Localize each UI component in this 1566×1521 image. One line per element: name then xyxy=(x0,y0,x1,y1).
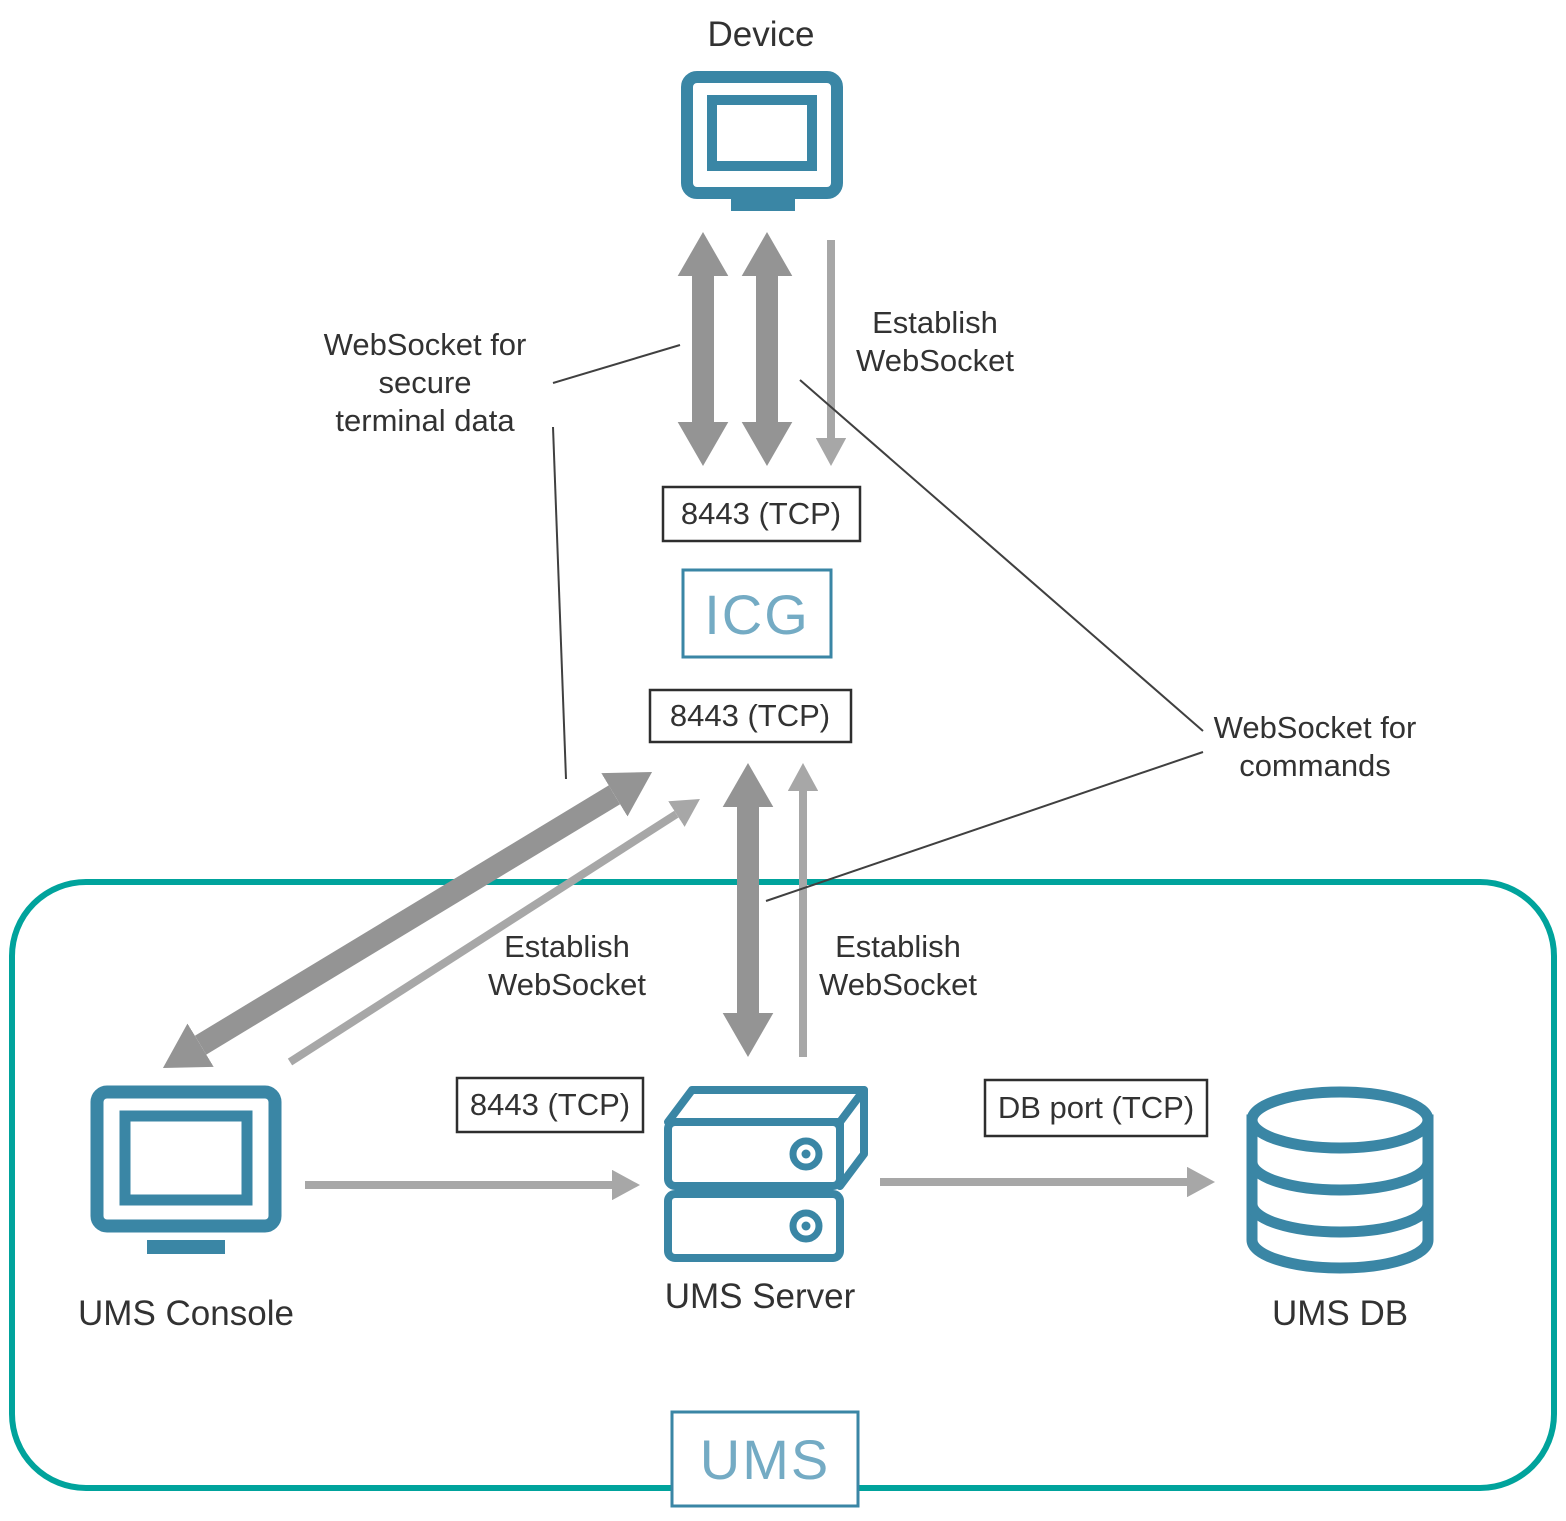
annotation-secure-terminal-line1: WebSocket for xyxy=(324,327,527,362)
device-monitor-stand xyxy=(731,198,795,211)
icg-node: ICG xyxy=(681,568,833,659)
annotation-ws-commands: WebSocket for commands xyxy=(1214,710,1417,783)
callout-secure-terminal-to-diagonal-arrow xyxy=(552,426,567,780)
server-label: UMS Server xyxy=(665,1277,856,1316)
ums-zone-label-box xyxy=(670,1410,860,1508)
db-label: UMS DB xyxy=(1272,1294,1408,1333)
annotation-establish-ws-server-line2: WebSocket xyxy=(819,967,977,1002)
server-drawer-top xyxy=(664,1118,844,1190)
port-box-icg-server: 8443 (TCP) xyxy=(648,688,853,744)
annotation-secure-terminal-line3: terminal data xyxy=(335,403,515,438)
port-box-console-server: 8443 (TCP) xyxy=(455,1076,645,1134)
device-monitor-icon xyxy=(681,71,843,211)
callout-commands-to-server-arrows xyxy=(765,751,1204,902)
port-label-icg-server: 8443 (TCP) xyxy=(670,698,830,733)
port-label-server-db: DB port (TCP) xyxy=(998,1090,1194,1125)
icg-box xyxy=(681,568,833,659)
annotation-secure-terminal-line2: secure xyxy=(378,365,471,400)
annotation-ws-commands-line1: WebSocket for xyxy=(1214,710,1417,745)
console-monitor-screen xyxy=(119,1110,253,1206)
port-box-server-db: DB port (TCP) xyxy=(983,1078,1209,1138)
port-box-icg-server-frame xyxy=(648,688,853,744)
device-label: Device xyxy=(708,15,815,54)
database-top xyxy=(1246,1086,1434,1154)
console-label: UMS Console xyxy=(78,1294,294,1333)
annotation-establish-ws-console: Establish WebSocket xyxy=(488,929,646,1002)
database-ring-2 xyxy=(1246,1203,1434,1238)
console-monitor-stand xyxy=(147,1240,225,1254)
port-box-device-icg-frame xyxy=(661,485,862,543)
server-drawer-bottom xyxy=(664,1190,844,1262)
callout-secure-terminal-to-device-arrows xyxy=(552,344,681,384)
ums-zone-label: UMS xyxy=(700,1428,830,1491)
port-box-server-db-frame xyxy=(983,1078,1209,1138)
port-label-console-server: 8443 (TCP) xyxy=(470,1087,630,1122)
annotation-establish-ws-server-line1: Establish xyxy=(835,929,961,964)
console-monitor-icon xyxy=(90,1085,282,1254)
callout-commands-to-device-arrows xyxy=(799,379,1204,732)
port-box-console-server-frame xyxy=(455,1076,645,1134)
ums-zone-label-node: UMS xyxy=(670,1410,860,1508)
annotation-establish-ws-server: Establish WebSocket xyxy=(819,929,977,1002)
annotation-establish-ws-console-line2: WebSocket xyxy=(488,967,646,1002)
icg-label: ICG xyxy=(704,583,810,646)
annotation-secure-terminal: WebSocket for secure terminal data xyxy=(324,327,527,438)
annotation-establish-ws-device-line2: WebSocket xyxy=(856,343,1014,378)
server-icon xyxy=(664,1086,868,1262)
arrow-console-icg-establish xyxy=(287,798,700,1066)
annotation-establish-ws-device-line1: Establish xyxy=(872,305,998,340)
server-top-face xyxy=(664,1086,868,1126)
database-ring-1 xyxy=(1246,1161,1434,1196)
port-box-device-icg: 8443 (TCP) xyxy=(661,485,862,543)
port-label-device-icg: 8443 (TCP) xyxy=(681,496,841,531)
server-led-bottom-dot xyxy=(801,1221,811,1231)
server-led-top-dot xyxy=(801,1149,811,1159)
annotation-establish-ws-console-line1: Establish xyxy=(504,929,630,964)
annotation-establish-ws-device: Establish WebSocket xyxy=(856,305,1014,378)
device-monitor-screen xyxy=(707,95,817,171)
database-icon xyxy=(1246,1086,1434,1274)
annotation-ws-commands-line2: commands xyxy=(1239,748,1391,783)
arrow-console-icg-thick xyxy=(162,772,653,1068)
